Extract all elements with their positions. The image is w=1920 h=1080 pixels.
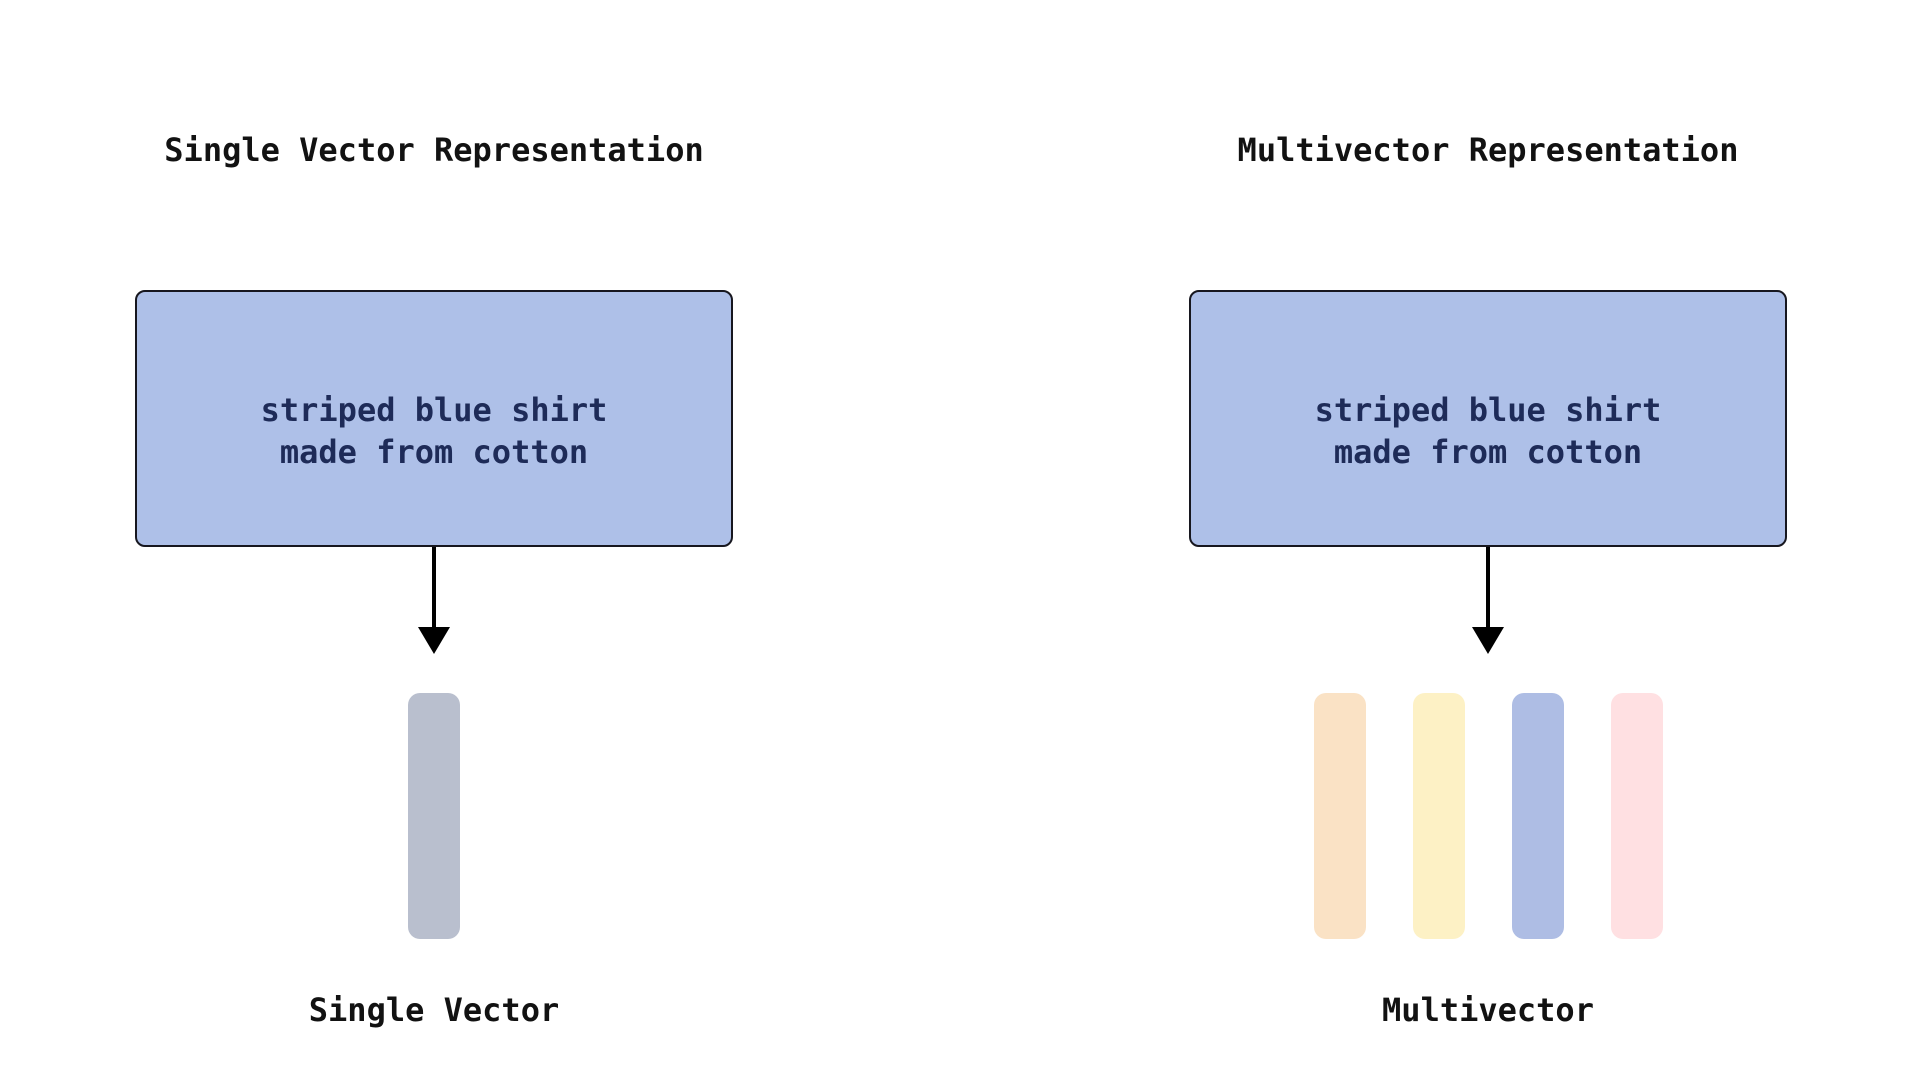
vector-bar	[1412, 693, 1465, 939]
query-box-single: striped blue shirt made from cotton	[135, 290, 733, 547]
multivector-label: Multivector	[1382, 991, 1594, 1029]
arrow-line	[432, 547, 436, 627]
single-vector-title: Single Vector Representation	[164, 131, 704, 169]
query-text-line-1: striped blue shirt	[260, 390, 608, 429]
multivector-title: Multivector Representation	[1237, 131, 1739, 169]
vector-bar	[1313, 693, 1366, 939]
down-arrow	[418, 547, 450, 654]
vector-bar	[1610, 693, 1663, 939]
vector-bar	[1511, 693, 1564, 939]
query-text-line-1: striped blue shirt	[1314, 390, 1662, 429]
query-text-line-2: made from cotton	[1333, 432, 1643, 471]
single-vector-bars	[135, 693, 733, 939]
vector-bar	[408, 693, 460, 939]
query-text-line-2: made from cotton	[279, 432, 589, 471]
arrow-head-icon	[418, 627, 450, 654]
down-arrow	[1472, 547, 1504, 654]
panel-multivector: Multivector Representation striped blue …	[1189, 0, 1787, 1080]
arrow-line	[1486, 547, 1490, 627]
query-box-multi: striped blue shirt made from cotton	[1189, 290, 1787, 547]
arrow-head-icon	[1472, 627, 1504, 654]
multivector-bars	[1189, 693, 1787, 939]
panel-single-vector: Single Vector Representation striped blu…	[135, 0, 733, 1080]
single-vector-label: Single Vector	[308, 991, 560, 1029]
